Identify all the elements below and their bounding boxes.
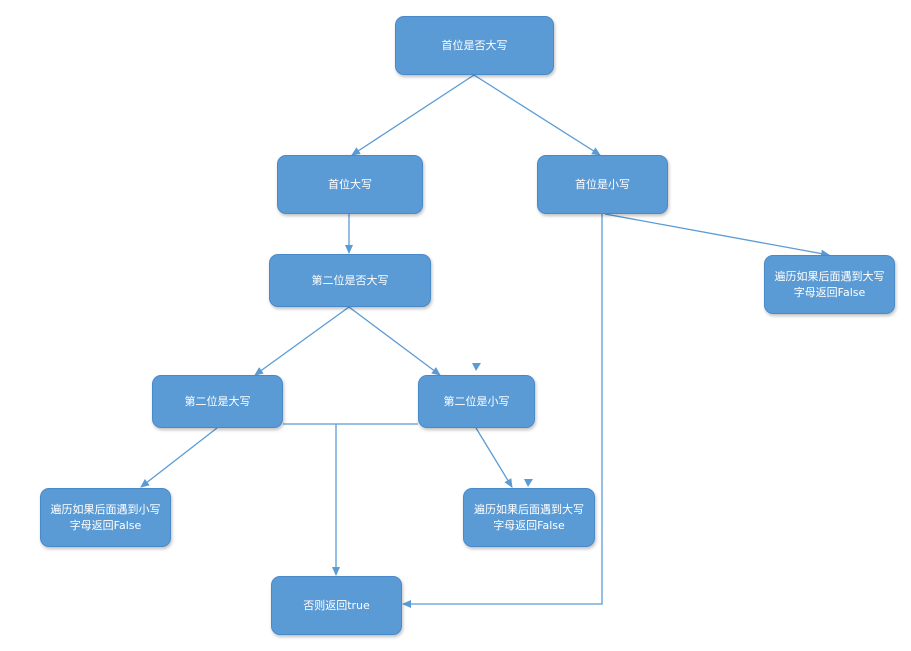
edge-root-to-first-lower (473, 74, 601, 156)
node-return-true[interactable]: 否则返回true (271, 576, 402, 635)
node-root-first-char-upper-check[interactable]: 首位是否大写 (395, 16, 554, 75)
edge-second-lower-to-loop-upper-mid (475, 427, 513, 488)
node-second-char-lower[interactable]: 第二位是小写 (418, 375, 535, 428)
edge-second-check-to-second-upper (254, 306, 350, 376)
stray-arrowhead-lower (524, 479, 533, 487)
node-first-char-lower[interactable]: 首位是小写 (537, 155, 668, 214)
edge-second-check-to-second-lower (348, 306, 441, 376)
node-second-char-upper[interactable]: 第二位是大写 (152, 375, 283, 428)
node-first-char-upper[interactable]: 首位大写 (277, 155, 423, 214)
node-loop-lower-return-false-left[interactable]: 遍历如果后面遇到小写字母返回False (40, 488, 171, 547)
edge-first-lower-to-return-true (402, 214, 603, 608)
edge-first-lower-to-loop-upper-right (604, 213, 830, 258)
stray-arrowhead (472, 363, 481, 371)
edge-second-upper-to-loop-lower-left (140, 427, 218, 488)
node-second-char-upper-check[interactable]: 第二位是否大写 (269, 254, 431, 307)
node-loop-upper-return-false-right[interactable]: 遍历如果后面遇到大写字母返回False (764, 255, 895, 314)
edge-root-to-first-upper (351, 74, 475, 156)
node-loop-upper-return-false-mid[interactable]: 遍历如果后面遇到大写字母返回False (463, 488, 595, 547)
